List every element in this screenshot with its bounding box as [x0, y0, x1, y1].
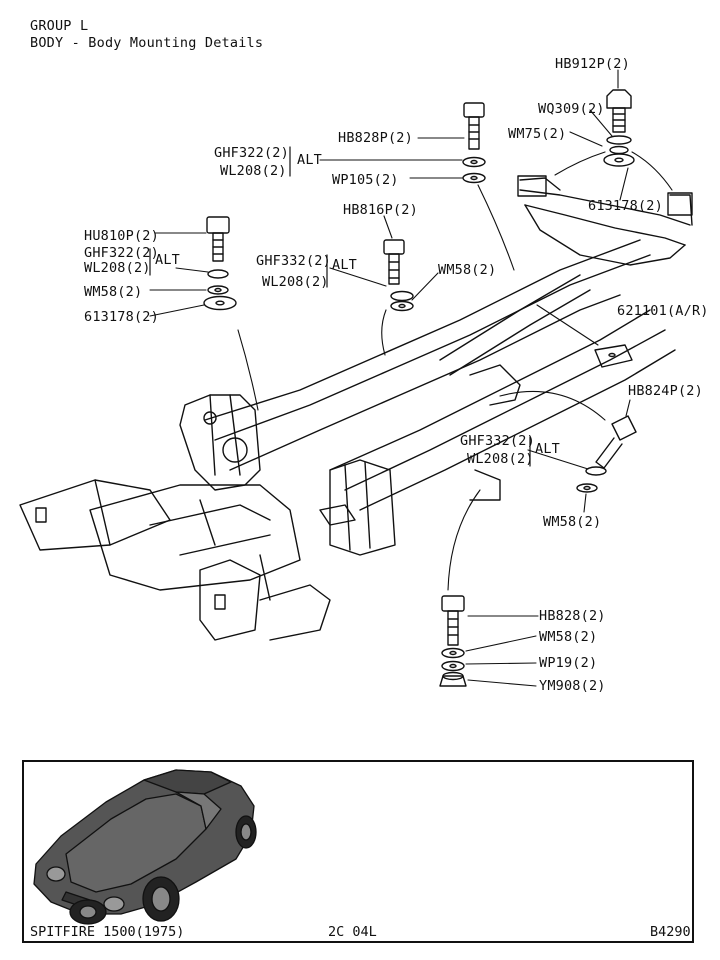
- chassis-frame: [19, 175, 693, 641]
- page-header: GROUP L BODY - Body Mounting Details: [30, 18, 263, 52]
- label-alt-top: ALT: [297, 152, 322, 168]
- bolt-hb912p: [603, 89, 635, 167]
- chassis-diagram: [19, 69, 693, 687]
- label-wm58-right: WM58(2): [543, 514, 602, 530]
- label-wl208-mid: WL208(2): [262, 274, 329, 290]
- label-ghf332-mid: GHF332(2): [256, 253, 331, 269]
- page-number: 2C 04L: [328, 924, 377, 940]
- model-name: SPITFIRE 1500(1975): [30, 924, 185, 940]
- label-wl208-left: WL208(2): [84, 260, 151, 276]
- label-wp19: WP19(2): [539, 655, 598, 671]
- label-hu810p: HU810P(2): [84, 228, 159, 244]
- model-panel: SPITFIRE 1500(1975) 2C 04L B4290: [22, 760, 694, 943]
- label-wp105: WP105(2): [332, 172, 399, 188]
- reference-code: B4290: [650, 924, 691, 940]
- bolt-hb828p: [462, 102, 486, 184]
- label-ym908: YM908(2): [539, 678, 606, 694]
- label-hb824p: HB824P(2): [628, 383, 703, 399]
- label-alt-left: ALT: [155, 252, 180, 268]
- label-ghf322-top: GHF322(2): [214, 145, 289, 161]
- car-illustration: [33, 769, 257, 925]
- label-ghf332-right: GHF332(2): [460, 433, 535, 449]
- label-hb816p: HB816P(2): [343, 202, 418, 218]
- bolt-hb824p: [576, 415, 637, 493]
- alt-brackets: [149, 146, 531, 467]
- group-label: GROUP L: [30, 18, 89, 34]
- label-621101: 621101(A/R): [617, 303, 709, 319]
- bolt-hb816p: [383, 239, 414, 312]
- label-wm58-bottom: WM58(2): [539, 629, 598, 645]
- label-613178-left: 613178(2): [84, 309, 159, 325]
- label-wl208-right: WL208(2): [467, 451, 534, 467]
- pad-621101: [594, 344, 633, 368]
- page-title: BODY - Body Mounting Details: [30, 35, 264, 51]
- label-alt-right: ALT: [535, 441, 560, 457]
- label-wl208-top: WL208(2): [220, 163, 287, 179]
- label-wm75: WM75(2): [508, 126, 567, 142]
- label-hb828: HB828(2): [539, 608, 606, 624]
- leader-lines: [149, 69, 673, 687]
- bolt-hu810p: [203, 216, 237, 311]
- label-alt-mid: ALT: [332, 257, 357, 273]
- label-wm58-left: WM58(2): [84, 284, 143, 300]
- label-wm58-mid: WM58(2): [438, 262, 497, 278]
- label-ghf322-left: GHF322(2): [84, 245, 159, 261]
- label-hb828p: HB828P(2): [338, 130, 413, 146]
- label-wq309: WQ309(2): [538, 101, 605, 117]
- label-613178-right: 613178(2): [588, 198, 663, 214]
- bolt-hb828: [439, 595, 467, 687]
- label-hb912p: HB912P(2): [555, 56, 630, 72]
